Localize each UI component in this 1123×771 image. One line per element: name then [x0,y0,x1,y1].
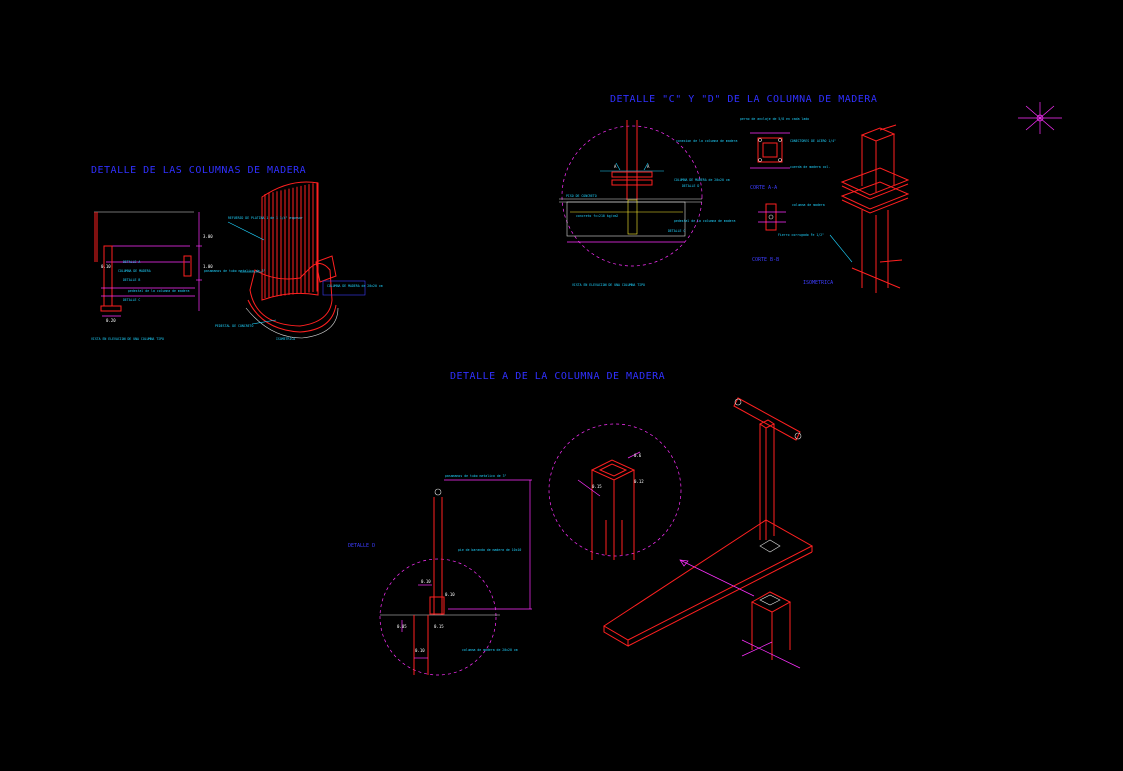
compass-icon [1018,102,1062,134]
left-detail-b-label: DETALLE B [123,278,140,282]
title-cd-detail: DETALLE "C" Y "D" DE LA COLUMNA DE MADER… [610,94,877,105]
right-note-7: pedestal de la columna de madera [674,219,735,223]
right-section-mark-a2: A [647,164,650,169]
right-note-5: columna de madera [792,203,825,207]
right-section-mark-a1: A [614,164,617,169]
left-note-5: COLUMNA DE MADERA [118,269,151,273]
right-isometric [840,124,910,293]
right-note-6: Fierro corrugado Fe 1/2" [778,233,824,237]
bottom-magnified-detail [548,423,682,560]
left-dim-1: 3.00 [203,234,213,239]
bottom-dim-4b: 0.10 [415,648,425,653]
left-note-1: REFUERZO DE PLATINA 1 de 1 1/4" espesor [228,216,303,220]
left-isometric [245,181,339,339]
left-dim-4: 0.20 [106,318,116,323]
left-view-label: VISTA EN ELEVACION DE UNA COLUMNA TIPO [91,337,164,341]
title-a-detail: DETALLE A DE LA COLUMNA DE MADERA [450,371,665,382]
right-note-4: cuerda de madera col. [790,165,830,169]
bottom-dim-1: 0.6 [634,453,642,458]
left-callout-box [322,280,366,296]
left-iso-label: ISOMETRICA [276,337,295,341]
left-note-3: COLUMNA DE MADERA de 20x20 cm [327,284,383,288]
left-elevation [94,211,202,317]
left-dim-3: 0.10 [101,264,111,269]
right-iso-label: ISOMETRICA [803,280,833,286]
right-note-10: PISO DE CONCRETO [566,194,597,198]
bottom-dim-5: 0.15 [434,624,444,629]
left-note-6: pedestal de la columna de madera [128,289,189,293]
bottom-note-2: pie de baranda de madera de 10x10 [458,548,521,552]
right-corte-a-label: CORTE A-A [750,185,777,191]
left-detail-a-label: DETALLE A [123,260,140,264]
bottom-dim-4: 0.10 [421,579,431,584]
right-view-label: VISTA EN ELEVACION DE UNA COLUMNA TIPO [572,283,645,287]
left-detail-c-label: DETALLE C [123,298,140,302]
right-detalle-d-label: DETALLE D [682,184,699,188]
bottom-detalle-d-label: DETALLE D [348,543,375,549]
bottom-isometric [603,397,814,669]
right-section-c [559,120,703,267]
bottom-note-3: columna de madera de 20x20 cm [462,648,518,652]
bottom-detail-d [379,479,532,676]
right-note-8: concreto fc=210 kg/cm2 [576,214,618,218]
left-dim-2: 1.00 [203,264,213,269]
right-detalle-c-label: DETALLE C [668,229,685,233]
right-note-9: COLUMNA DE MADERA de 20x20 cm [674,178,730,182]
right-note-3: CONECTORES DE ACERO 1/4" [790,139,836,143]
bottom-dim-2: 0.15 [592,484,602,489]
title-columns-detail: DETALLE DE LAS COLUMNAS DE MADERA [91,165,306,176]
bottom-dim-3: 0.12 [634,479,644,484]
right-corte-aa [750,132,790,169]
bottom-dim-6: 0.10 [445,592,455,597]
right-corte-bb [758,203,786,231]
left-note-4: PEDESTAL DE CONCRETO [215,324,253,328]
right-corte-b-label: CORTE B-B [752,257,779,263]
bottom-dim-7: 0.05 [397,624,407,629]
right-note-1: perno de anclaje de 5/8 en cada lado [740,117,809,121]
right-note-2: conexion de la columna de madera [676,139,737,143]
bottom-note-1: pasamanos de tubo metalico de 3" [445,474,506,478]
left-note-2: pasamanos de tubo metalico de 3" [204,269,265,273]
